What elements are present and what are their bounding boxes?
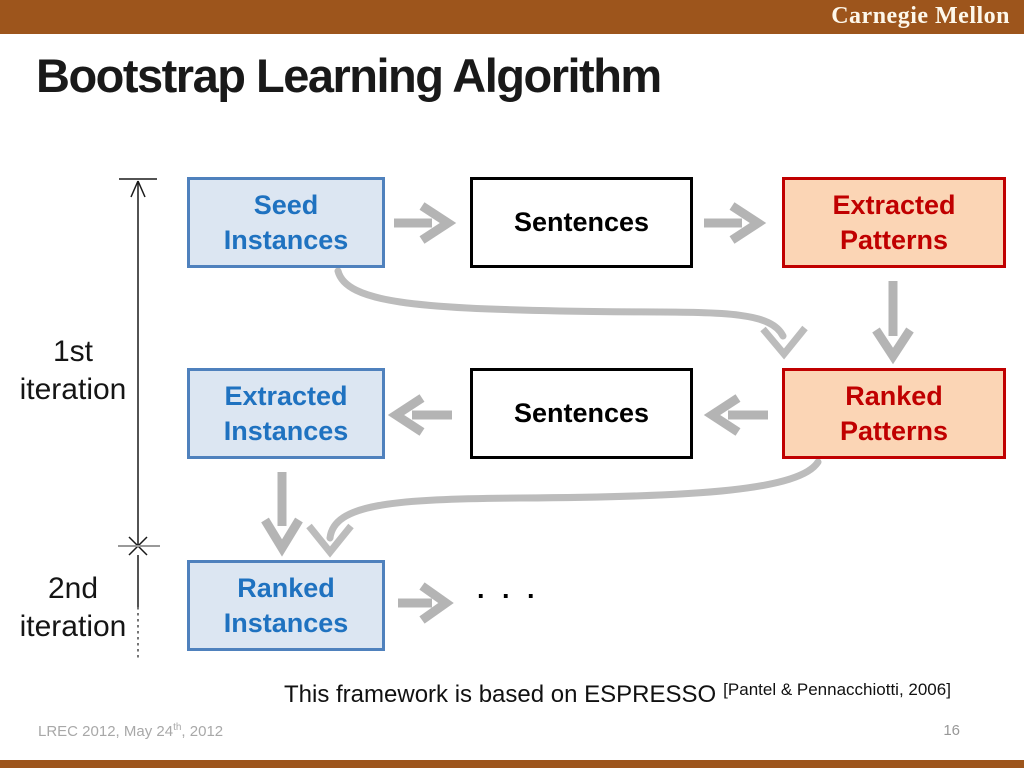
box-sentences-top: Sentences — [470, 177, 693, 268]
curved-arrow-seed-to-ranked-patterns-icon — [334, 267, 808, 360]
footnote: This framework is based on ESPRESSO [Pant… — [284, 680, 951, 709]
arrow-right-icon — [704, 202, 767, 244]
arrow-down-icon — [872, 281, 914, 365]
continuation-dots: . . . — [477, 574, 540, 604]
curved-arrow-ranked-patterns-to-ranked-instances-icon — [306, 458, 822, 558]
footer-page-number: 16 — [943, 722, 960, 739]
arrow-left-icon — [387, 394, 452, 436]
first-iteration-label: 1st iteration — [19, 335, 127, 406]
footnote-citation: [Pantel & Pennacchiotti, 2006] — [723, 680, 951, 699]
footer-bar — [0, 760, 1024, 768]
arrow-right-icon — [398, 582, 454, 624]
box-extracted-instances: Extracted Instances — [187, 368, 385, 459]
arrow-right-icon — [394, 202, 457, 244]
box-ranked-instances: Ranked Instances — [187, 560, 385, 651]
arrow-down-icon — [261, 472, 303, 557]
footnote-text: This framework is based on ESPRESSO — [284, 681, 717, 708]
footer-date: LREC 2012, May 24th, 2012 — [38, 722, 224, 740]
box-seed-instances: Seed Instances — [187, 177, 385, 268]
box-extracted-patterns: Extracted Patterns — [782, 177, 1006, 268]
page-title: Bootstrap Learning Algorithm — [36, 49, 662, 102]
box-ranked-patterns: Ranked Patterns — [782, 368, 1006, 459]
brand-logo: Carnegie Mellon — [831, 3, 1010, 29]
arrow-left-icon — [703, 394, 768, 436]
header-banner: Carnegie Mellon — [0, 0, 1024, 34]
second-iteration-label: 2nd iteration — [19, 572, 127, 643]
box-sentences-mid: Sentences — [470, 368, 693, 459]
